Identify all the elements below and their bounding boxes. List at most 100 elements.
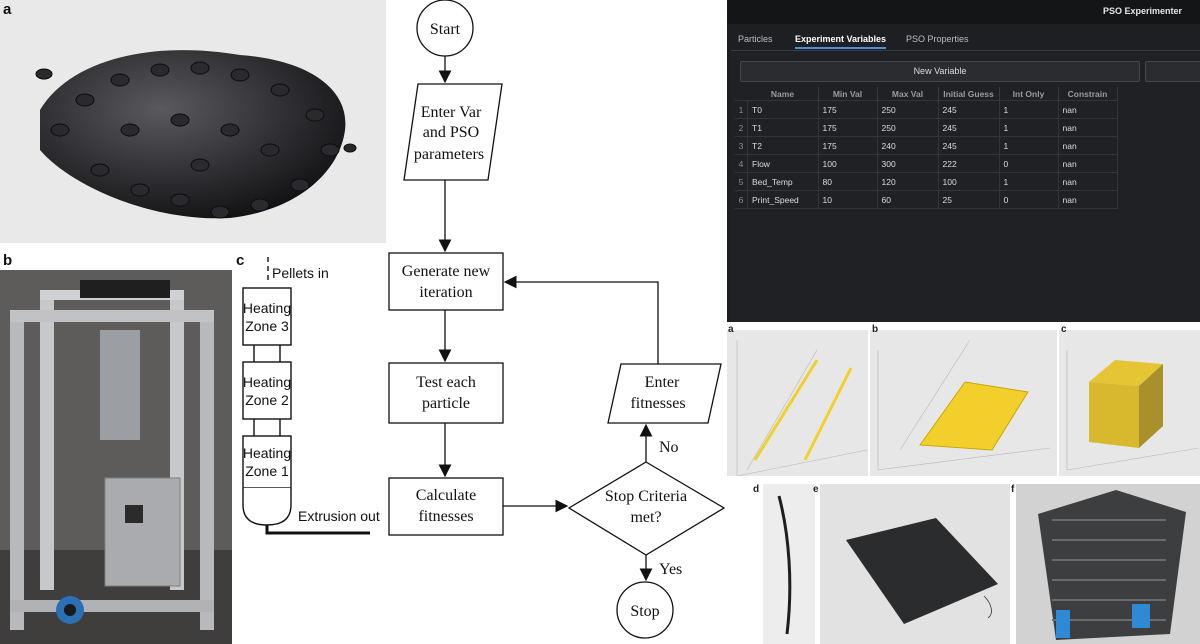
printed-cube-illustration [1038, 490, 1186, 640]
table-row[interactable]: 2 T1 175 250 245 1 nan [735, 118, 1118, 137]
flow-generate-line2: iteration [419, 284, 472, 301]
col-header-max-val[interactable]: Max Val [877, 87, 939, 101]
cad-plate-illustration [877, 339, 1051, 471]
table-header-row: Name Min Val Max Val Initial Guess Int O… [735, 87, 1118, 101]
cell-name[interactable]: T0 [747, 100, 819, 119]
cell-max-val[interactable]: 250 [876, 100, 939, 119]
flow-no-label: No [659, 439, 679, 456]
cell-constrain[interactable]: nan [1057, 190, 1118, 209]
sub-label-c: c [1061, 324, 1067, 335]
cell-max-val[interactable]: 250 [876, 118, 939, 137]
cell-constrain[interactable]: nan [1057, 118, 1118, 137]
cell-max-val[interactable]: 300 [876, 154, 939, 173]
variables-table: Name Min Val Max Val Initial Guess Int O… [735, 87, 1118, 209]
flow-enter-var-line3: parameters [414, 146, 484, 163]
cell-constrain[interactable]: nan [1057, 172, 1118, 191]
tab-particles[interactable]: Particles [738, 34, 773, 44]
row-index: 2 [735, 118, 748, 137]
new-variable-button[interactable]: New Variable [740, 61, 1140, 82]
flow-calculate-line1: Calculate [416, 487, 476, 504]
cell-constrain[interactable]: nan [1057, 136, 1118, 155]
flow-decision-line1: Stop Criteria [605, 488, 687, 505]
col-header-name[interactable]: Name [747, 87, 819, 101]
cell-initial-guess[interactable]: 222 [937, 154, 1000, 173]
cad-cube-illustration [1066, 350, 1200, 471]
zone2-line1: Heating [243, 374, 291, 390]
printer-photo [0, 270, 232, 644]
cell-name[interactable]: T2 [747, 136, 819, 155]
table-row[interactable]: 5 Bed_Temp 80 120 100 1 nan [735, 172, 1118, 191]
printed-line-illustration [777, 495, 792, 635]
cell-max-val[interactable]: 60 [876, 190, 939, 209]
cell-constrain[interactable]: nan [1057, 154, 1118, 173]
title-bar: PSO Experimenter [727, 0, 1200, 24]
cell-initial-guess[interactable]: 245 [937, 136, 1000, 155]
cell-name[interactable]: Print_Speed [747, 190, 819, 209]
flow-stop-label: Stop [630, 603, 659, 620]
col-header-initial-guess[interactable]: Initial Guess [938, 87, 1000, 101]
zone3-line1: Heating [243, 300, 291, 316]
cell-min-val[interactable]: 80 [817, 172, 878, 191]
flow-decision-line2: met? [630, 509, 661, 526]
extrusion-out-label: Extrusion out [298, 508, 380, 524]
cell-name[interactable]: Bed_Temp [747, 172, 819, 191]
cell-int-only[interactable]: 1 [998, 172, 1059, 191]
sub-label-f: f [1011, 484, 1015, 495]
row-index: 3 [735, 136, 748, 155]
cell-min-val[interactable]: 175 [817, 136, 878, 155]
tab-experiment-variables[interactable]: Experiment Variables [795, 34, 887, 49]
cell-min-val[interactable]: 175 [817, 100, 878, 119]
flow-enter-var-line2: and PSO [423, 124, 479, 141]
cell-int-only[interactable]: 1 [998, 118, 1059, 137]
cell-initial-guess[interactable]: 25 [937, 190, 1000, 209]
tab-pso-properties[interactable]: PSO Properties [906, 34, 969, 44]
cell-min-val[interactable]: 100 [817, 154, 878, 173]
printed-line-photo [763, 484, 815, 644]
sub-label-e: e [813, 484, 819, 495]
col-header-constrain[interactable]: Constrain [1058, 87, 1118, 101]
cell-min-val[interactable]: 175 [817, 118, 878, 137]
flow-generate-line1: Generate new [402, 263, 491, 280]
panel-label-b: b [3, 252, 13, 269]
printed-plate-photo [820, 484, 1010, 644]
sub-label-d: d [753, 484, 760, 495]
col-header-int-only[interactable]: Int Only [999, 87, 1059, 101]
cell-int-only[interactable]: 1 [998, 136, 1059, 155]
cell-max-val[interactable]: 240 [876, 136, 939, 155]
table-row[interactable]: 1 T0 175 250 245 1 nan [735, 100, 1118, 119]
col-header-min-val[interactable]: Min Val [818, 87, 878, 101]
cell-initial-guess[interactable]: 100 [937, 172, 1000, 191]
row-index: 5 [735, 172, 748, 191]
panel-label-a: a [3, 1, 12, 18]
table-row[interactable]: 4 Flow 100 300 222 0 nan [735, 154, 1118, 173]
cad-line-illustration [736, 340, 868, 476]
cad-render-square-plate [870, 330, 1057, 476]
flow-calculate-line2: fitnesses [418, 508, 473, 525]
flow-enter-fit-line2: fitnesses [630, 395, 685, 412]
cell-name[interactable]: Flow [747, 154, 819, 173]
printer-illustration [0, 270, 232, 644]
cell-initial-guess[interactable]: 245 [937, 118, 1000, 137]
flow-test-line2: particle [422, 395, 470, 412]
zone1-line1: Heating [243, 445, 291, 461]
cell-min-val[interactable]: 10 [817, 190, 878, 209]
cell-name[interactable]: T1 [747, 118, 819, 137]
flow-start-label: Start [430, 21, 461, 38]
printed-cube-photo [1016, 484, 1200, 644]
table-row[interactable]: 3 T2 175 240 245 1 nan [735, 136, 1118, 155]
table-row[interactable]: 6 Print_Speed 10 60 25 0 nan [735, 190, 1118, 209]
pellets-in-label: Pellets in [272, 265, 329, 281]
cell-int-only[interactable]: 1 [998, 100, 1059, 119]
pellets-illustration [35, 50, 357, 219]
cell-int-only[interactable]: 0 [998, 154, 1059, 173]
cell-initial-guess[interactable]: 245 [937, 100, 1000, 119]
row-index-header [735, 87, 748, 101]
secondary-button[interactable] [1145, 61, 1200, 82]
cell-max-val[interactable]: 120 [876, 172, 939, 191]
flow-enter-fit-line1: Enter [645, 374, 680, 391]
cell-int-only[interactable]: 0 [998, 190, 1059, 209]
flow-enter-var-line1: Enter Var [421, 104, 482, 121]
sub-label-b: b [872, 324, 879, 335]
cell-constrain[interactable]: nan [1057, 100, 1118, 119]
flowchart-area: Start Enter Var and PSO parameters Gener… [242, 0, 726, 639]
